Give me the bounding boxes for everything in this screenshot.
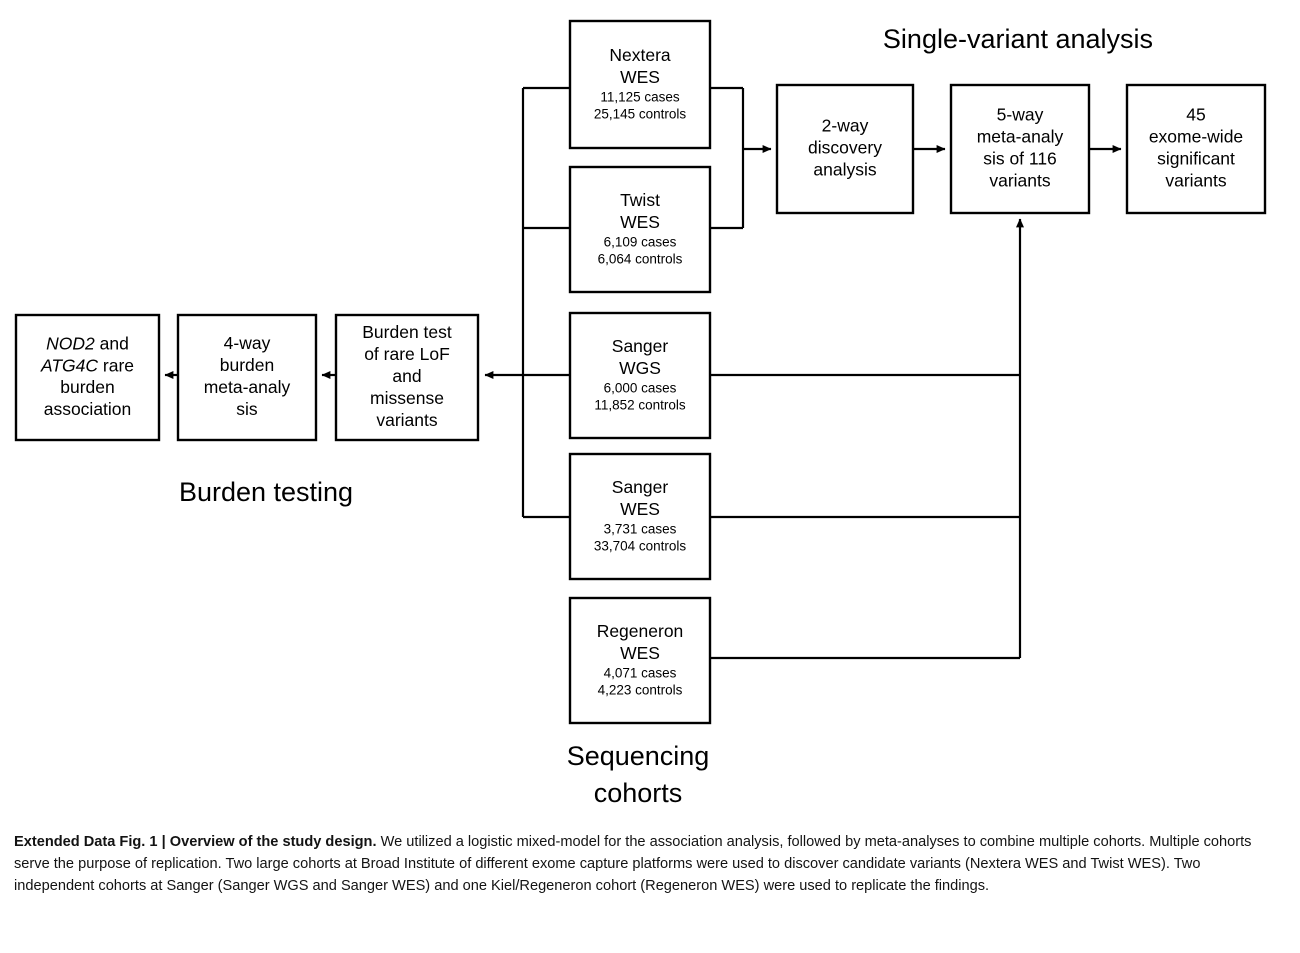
connectors-layer — [164, 86, 1122, 660]
node-title-line: Sanger — [612, 336, 669, 356]
node-box-burden-test — [334, 313, 480, 442]
node-title-line: variants — [376, 410, 438, 430]
node-box-sanger-wes — [568, 452, 712, 581]
node-title-line: Twist — [620, 190, 660, 210]
figure-caption-lead: Extended Data Fig. 1 | Overview of the s… — [14, 834, 377, 850]
node-box-four-way-burden-meta — [176, 313, 318, 442]
node-title-line: variants — [1165, 171, 1227, 191]
node-title-line: 45 — [1186, 105, 1205, 125]
node-title-line: missense — [370, 388, 444, 408]
node-box-sanger-wgs — [568, 311, 712, 440]
node-title-line: and — [392, 366, 421, 386]
node-title-line: WES — [620, 212, 660, 232]
node-title-line: exome-wide — [1149, 127, 1243, 147]
figure-caption-body: We utilized a logistic mixed-model for t… — [14, 834, 1252, 895]
section-label-sequencing-cohorts-line1: Sequencing — [567, 741, 710, 771]
node-title-line: analysis — [813, 160, 876, 180]
node-title-line: meta-analy — [204, 377, 291, 397]
node-title-line: NOD2 and — [46, 333, 129, 353]
node-box-five-way-meta — [949, 83, 1091, 215]
node-title-line: 5-way — [997, 105, 1044, 125]
section-label-sequencing-cohorts-line2: cohorts — [594, 778, 683, 808]
node-subtext-line: 6,109 cases — [604, 235, 677, 250]
node-box-regeneron-wes — [568, 596, 712, 725]
node-box-exome-wide-significant — [1125, 83, 1267, 215]
node-subtext-line: 4,223 controls — [598, 683, 683, 698]
node-title-line: Sanger — [612, 477, 669, 497]
node-title-line: WGS — [619, 358, 661, 378]
node-title-line: Nextera — [609, 45, 671, 65]
node-box-nextera-wes — [568, 19, 712, 150]
node-subtext-line: 11,852 controls — [594, 398, 686, 413]
node-subtext-line: 25,145 controls — [594, 107, 687, 122]
node-title-line: sis of 116 — [983, 149, 1057, 169]
node-subtext-line: 4,071 cases — [604, 666, 677, 681]
node-title-line: burden — [220, 355, 275, 375]
node-title-line: of rare LoF — [364, 344, 450, 364]
node-title-line: burden — [60, 377, 115, 397]
node-title-line: 4-way — [224, 333, 271, 353]
figure-caption: Extended Data Fig. 1 | Overview of the s… — [14, 831, 1278, 898]
node-box-two-way-discovery — [775, 83, 915, 215]
node-subtext-line: 6,064 controls — [598, 252, 683, 267]
node-subtext-line: 6,000 cases — [604, 381, 677, 396]
section-label-single-variant-analysis: Single-variant analysis — [883, 24, 1153, 54]
node-box-twist-wes — [568, 165, 712, 294]
node-title-line: sis — [236, 399, 258, 419]
node-title-line: ATG4C rare — [40, 355, 134, 375]
node-title-line: Burden test — [362, 322, 452, 342]
node-title-line: variants — [989, 171, 1051, 191]
node-title-line: Regeneron — [597, 621, 684, 641]
node-subtext-line: 3,731 cases — [604, 522, 677, 537]
node-title-line: association — [44, 399, 132, 419]
section-label-burden-testing: Burden testing — [179, 477, 353, 507]
node-title-line: WES — [620, 643, 660, 663]
node-title-line: WES — [620, 499, 660, 519]
node-title-line: meta-analy — [977, 127, 1064, 147]
node-subtext-line: 11,125 cases — [600, 90, 680, 105]
node-title-line: significant — [1157, 149, 1235, 169]
node-title-line: 2-way — [822, 116, 869, 136]
node-title-line: discovery — [808, 138, 882, 158]
node-subtext-line: 33,704 controls — [594, 539, 687, 554]
node-box-nod2-atg4c-burden — [14, 313, 161, 442]
node-title-line: WES — [620, 67, 660, 87]
